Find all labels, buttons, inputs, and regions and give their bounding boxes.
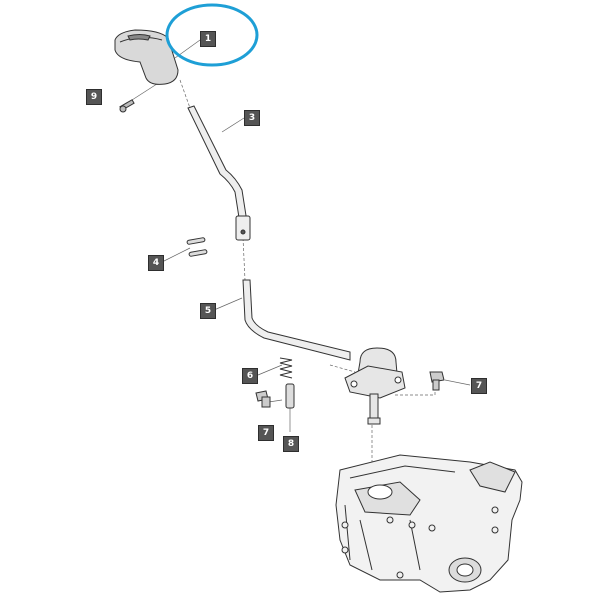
callout-7-left[interactable]: 7 [258,425,274,441]
callout-9[interactable]: 9 [86,89,102,105]
transmission-case [335,454,523,593]
gear-knob [114,29,179,85]
callout-3[interactable]: 3 [244,110,260,126]
knob-screw [119,99,135,113]
bolt-left [255,390,271,408]
callout-8[interactable]: 8 [283,436,299,452]
callout-1[interactable]: 1 [200,31,216,47]
callout-7-right[interactable]: 7 [471,378,487,394]
selector-housing [344,347,406,425]
callout-4[interactable]: 4 [148,255,164,271]
spring [279,357,293,379]
callout-5[interactable]: 5 [200,303,216,319]
callout-6[interactable]: 6 [242,368,258,384]
shift-rod [242,279,351,361]
leader-lines [131,39,471,465]
bolt-right [429,371,445,391]
pins [186,237,208,257]
shift-lever [187,105,251,241]
spring-pin [285,383,295,409]
highlight-circle [165,3,259,67]
